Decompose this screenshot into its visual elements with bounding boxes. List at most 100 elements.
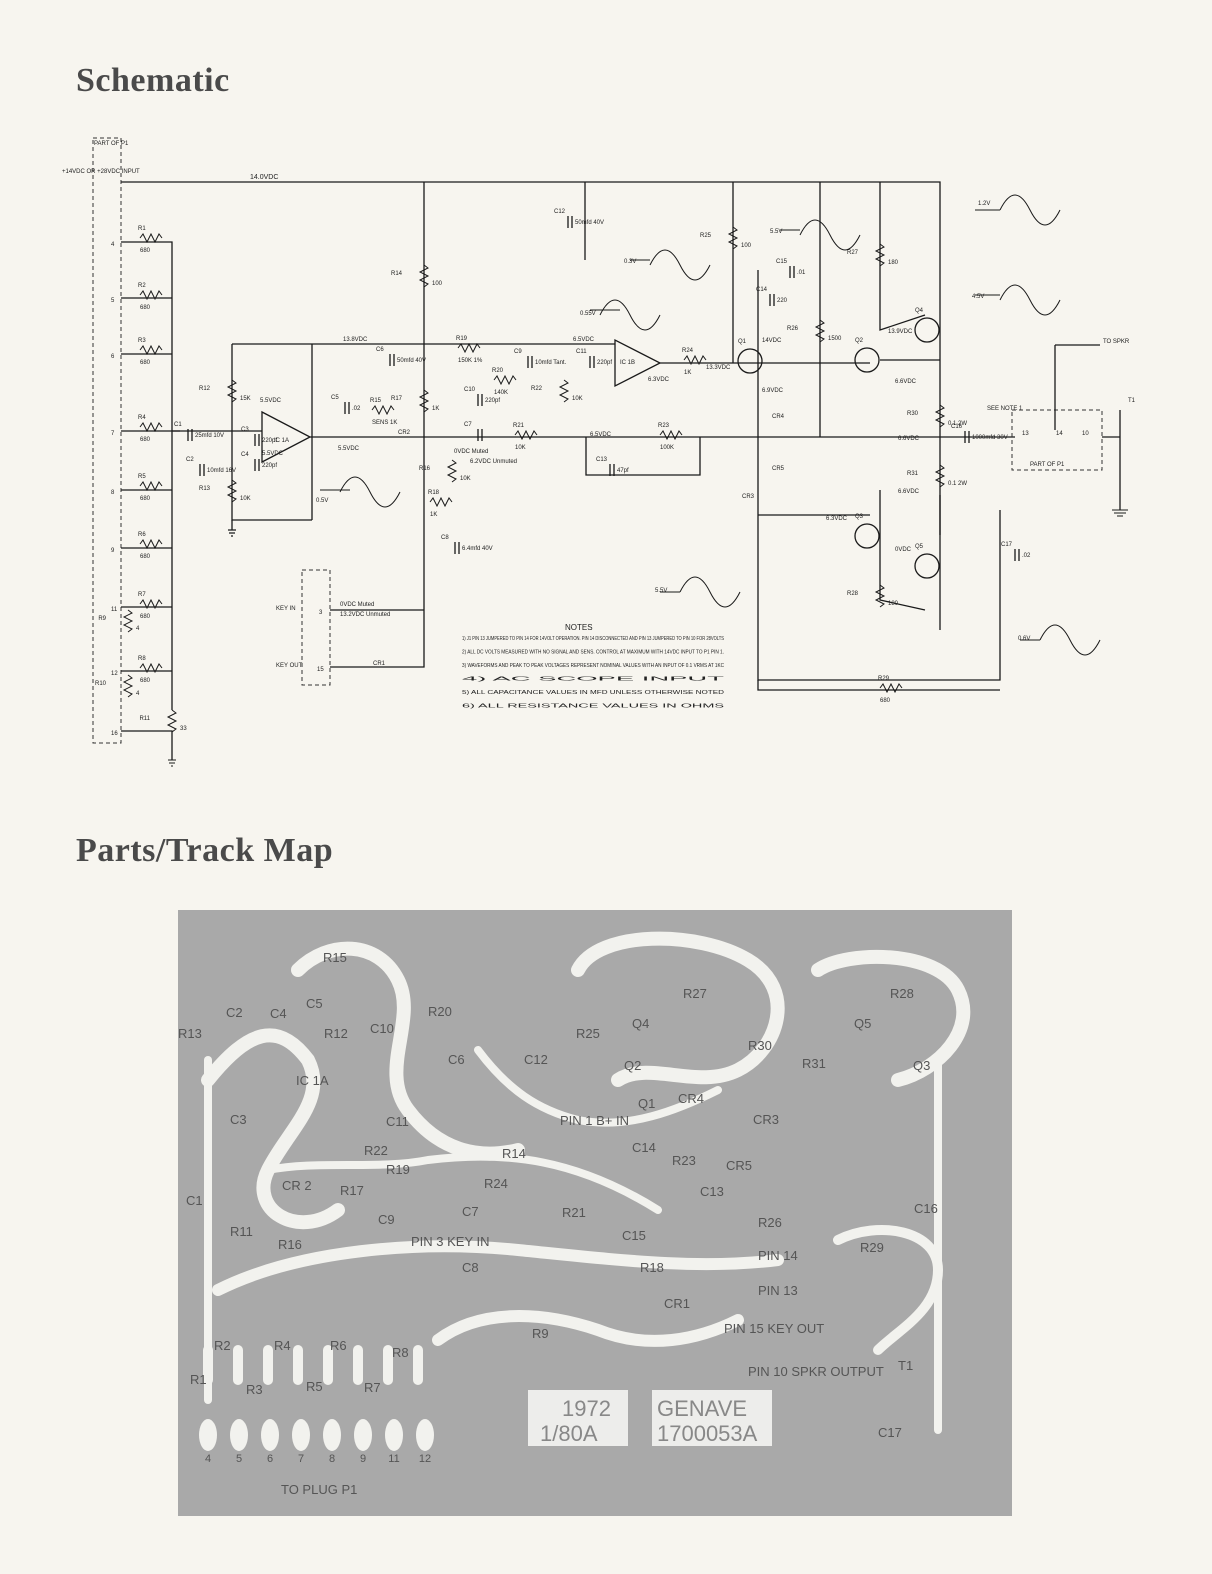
resistor-r25-value: 100 (741, 243, 752, 249)
resistor-r18-value: 1K (430, 512, 437, 518)
pcb-component-label: R31 (802, 1056, 826, 1071)
parts-map-title: Parts/Track Map (76, 832, 334, 869)
pcb-component-label: R12 (324, 1026, 348, 1041)
pcb-component-label: R22 (364, 1143, 388, 1158)
transistor-q2-symbol (854, 347, 880, 373)
pcb-plug-pad (230, 1419, 248, 1451)
transistor-q3-symbol (854, 523, 880, 549)
semi-cr5-label: CR5 (772, 466, 785, 472)
capacitor-c13-symbol (609, 464, 615, 476)
pcb-component-label: C13 (700, 1184, 724, 1199)
pcb-component-label: Q3 (913, 1058, 930, 1073)
capacitor-c6-symbol (389, 354, 395, 366)
resistor-r30-ref: R30 (907, 411, 919, 417)
dc-voltage-label: 6.9VDC (762, 388, 784, 394)
capacitor-c1-ref: C1 (174, 422, 182, 428)
capacitor-c4-value: 220pf (262, 463, 277, 469)
resistor-r13-value: 10K (240, 496, 251, 502)
capacitor-c5-ref: C5 (331, 395, 339, 401)
waveform-amplitude-label: 0.5V (316, 498, 328, 504)
resistor-r16-value: 10K (460, 476, 471, 482)
resistor-r6-symbol (139, 538, 163, 550)
semi-q1-label: Q1 (738, 339, 747, 345)
semi-q3-label: Q3 (855, 514, 864, 520)
semi-q4-label: Q4 (915, 308, 924, 314)
resistor-r5-symbol (139, 480, 163, 492)
resistor-r24-value: 1K (684, 370, 691, 376)
capacitor-c3-value: 220pf (262, 438, 277, 444)
capacitor-c15-value: .01 (797, 270, 806, 276)
see-note-label: SEE NOTE 1 (987, 406, 1023, 412)
resistor-r8-value: 680 (140, 678, 151, 684)
connector-pin-number: 7 (111, 431, 115, 437)
transistor-q1-symbol (737, 348, 763, 374)
pcb-component-label: PIN 3 KEY IN (411, 1234, 490, 1249)
resistor-r7-symbol (139, 598, 163, 610)
schematic-title: Schematic (76, 62, 230, 99)
capacitor-c6-ref: C6 (376, 347, 384, 353)
capacitor-c10-value: 220pf (485, 398, 500, 404)
resistor-r22-value: 10K (572, 396, 583, 402)
waveform-amplitude-label: 0.55V (580, 311, 596, 317)
resistor-r18-symbol (429, 496, 453, 508)
notes-title: NOTES (565, 623, 593, 632)
waveform-amplitude-label: 1.2V (978, 201, 990, 207)
dc-voltage-label: 13.3VDC (706, 365, 731, 371)
semi-cr1-label: CR1 (373, 661, 386, 667)
resistor-r23-ref: R23 (658, 423, 670, 429)
resistor-r13-ref: R13 (199, 486, 211, 492)
dc-voltage-label: 14VDC (762, 338, 782, 344)
pcb-component-label: R1 (190, 1372, 207, 1387)
resistor-r26-symbol (814, 319, 826, 343)
resistor-r24-ref: R24 (682, 348, 694, 354)
dc-voltage-label: 6.6VDC (898, 436, 920, 442)
resistor-r7-value: 680 (140, 614, 151, 620)
pcb-component-label: R26 (758, 1215, 782, 1230)
pcb-component-label: C9 (378, 1212, 395, 1227)
pcb-stamp-code: 1/80A (540, 1421, 598, 1446)
resistor-r23-symbol (659, 429, 683, 441)
capacitor-c1-value: 25mfd 10V (195, 433, 224, 439)
resistor-r3-value: 680 (140, 360, 151, 366)
resistor-r12-value: 15K (240, 396, 251, 402)
resistor-r21-value: 10K (515, 445, 526, 451)
key-in-label: KEY IN (276, 606, 296, 612)
dc-voltage-label: 6.6VDC (898, 489, 920, 495)
pcb-component-label: PIN 1 B+ IN (560, 1113, 629, 1128)
capacitor-c16-ref: C16 (951, 424, 963, 430)
resistor-r28-ref: R28 (847, 591, 859, 597)
pcb-brand: GENAVE (657, 1396, 748, 1421)
resistor-r11-symbol (166, 709, 178, 733)
connector-pin-number: 16 (111, 731, 118, 737)
pcb-plug-pin-number: 4 (205, 1453, 211, 1465)
dc-voltage-label: 13.2VDC Unmuted (340, 612, 390, 618)
resistor-r24-symbol (683, 354, 707, 366)
resistor-r2-symbol (139, 289, 163, 301)
resistor-r26-value: 1500 (828, 336, 842, 342)
pcb-plug-pad (323, 1419, 341, 1451)
pcb-component-label: CR3 (753, 1112, 779, 1127)
capacitor-c8-value: 6.4mfd 40V (462, 546, 493, 552)
resistor-r25-symbol (727, 226, 739, 250)
to-speaker-label: TO SPKR (1103, 339, 1130, 345)
note-line: 2) ALL DC VOLTS MEASURED WITH NO SIGNAL … (462, 650, 724, 656)
pcb-component-label: R28 (890, 986, 914, 1001)
resistor-r10-ref: R10 (95, 681, 107, 687)
dc-voltage-label: 6.3VDC (826, 516, 848, 522)
pcb-component-label: C8 (462, 1260, 479, 1275)
capacitor-c14-symbol (769, 294, 775, 306)
dc-voltage-label: 5.5VDC (260, 398, 282, 404)
pcb-plug-pin-number: 6 (267, 1453, 273, 1465)
pcb-stamp-year: 1972 (562, 1396, 611, 1421)
pcb-component-label: R19 (386, 1162, 410, 1177)
pcb-component-label: R18 (640, 1260, 664, 1275)
resistor-r31-ref: R31 (907, 471, 919, 477)
pcb-plug-pin-number: 11 (388, 1453, 399, 1465)
resistor-r14-value: 100 (432, 281, 443, 287)
resistor-r28-symbol (874, 584, 886, 608)
capacitor-c11-ref: C11 (576, 349, 587, 355)
pcb-component-label: C7 (462, 1204, 479, 1219)
resistor-r29-ref: R29 (878, 676, 890, 682)
resistor-r21-ref: R21 (513, 423, 525, 429)
resistor-r9-symbol (122, 609, 134, 633)
